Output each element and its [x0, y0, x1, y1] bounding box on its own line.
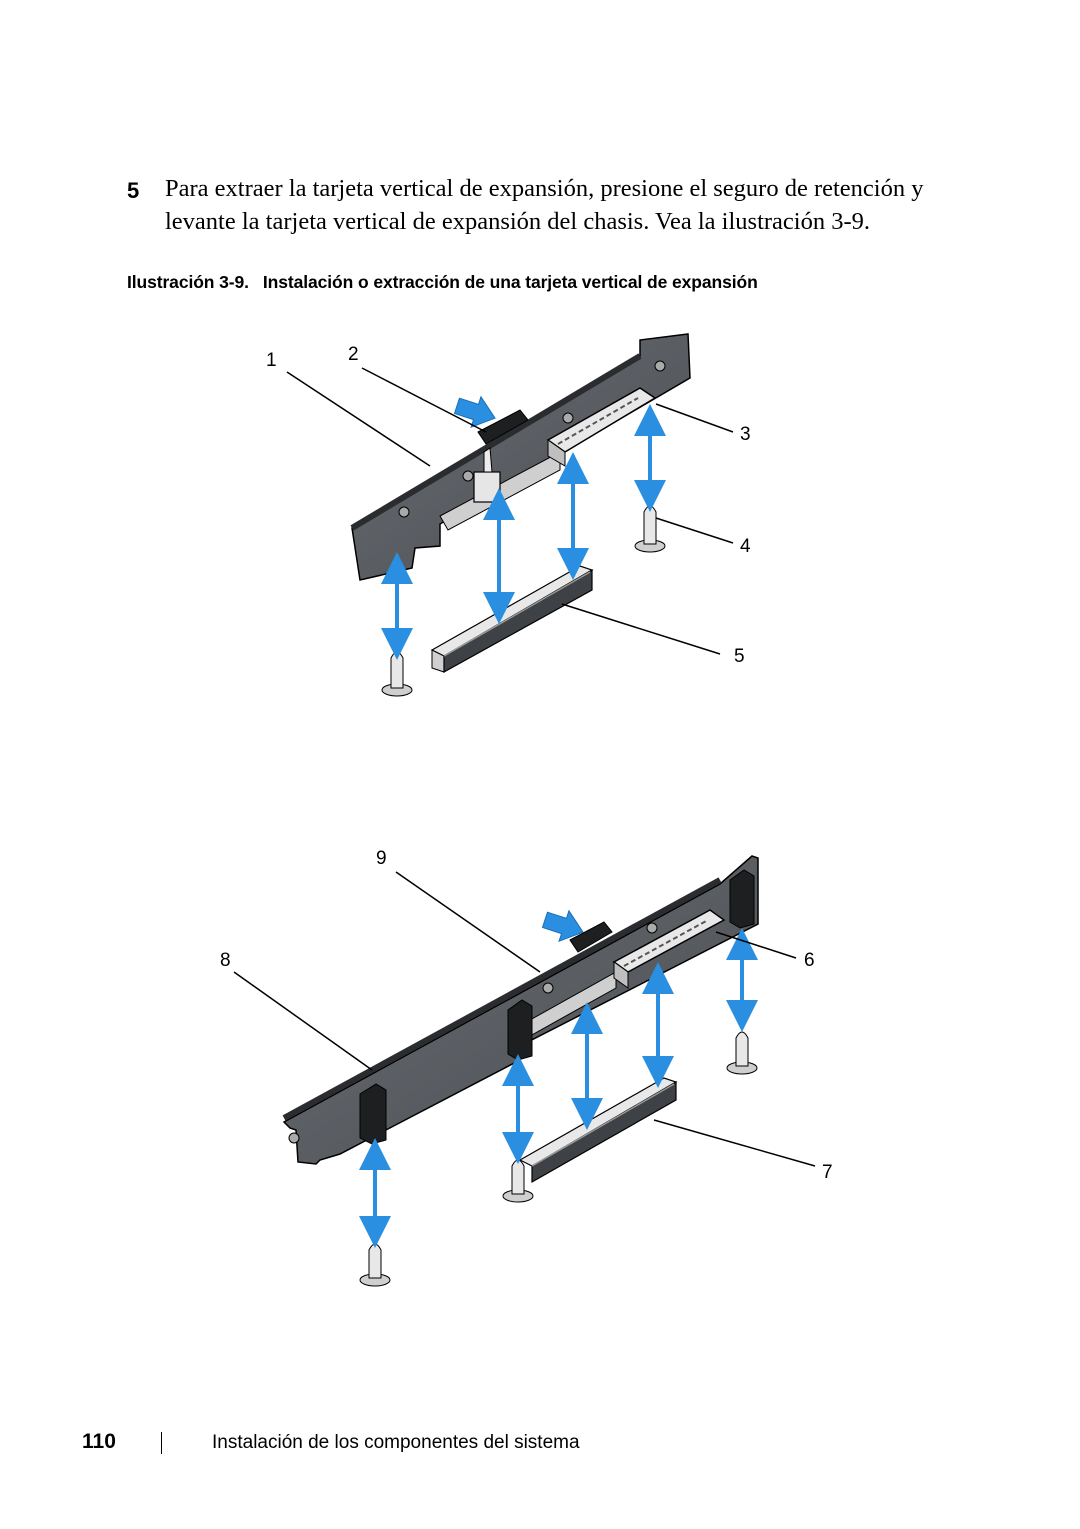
- system-board-connector-bottom: [518, 1077, 678, 1184]
- guide-pin-left: [381, 651, 413, 697]
- install-arrows-bottom: [359, 928, 758, 1248]
- top-riser-assembly: 1 2 3 4 5: [266, 333, 751, 697]
- callout-5: 5: [734, 646, 745, 667]
- callout-8: 8: [220, 950, 231, 971]
- callout-4: 4: [740, 536, 751, 557]
- callout-7: 7: [822, 1162, 833, 1183]
- riser-slot-connector-bottom: [612, 909, 726, 989]
- callout-2: 2: [348, 344, 359, 365]
- guide-pin-right: [634, 505, 666, 553]
- press-arrow-bottom: [541, 909, 584, 943]
- section-title: Instalación de los componentes del siste…: [212, 1432, 580, 1453]
- guide-pin-bottom-left: [359, 1243, 391, 1287]
- callout-1: 1: [266, 350, 277, 371]
- callout-9: 9: [376, 848, 387, 869]
- figure-label: Ilustración 3-9.: [127, 272, 249, 292]
- figure-title: Instalación o extracción de una tarjeta …: [262, 272, 758, 292]
- guide-pin-bottom-mid: [502, 1159, 534, 1203]
- press-arrow-top: [453, 395, 496, 429]
- guide-pin-bottom-right: [726, 1031, 758, 1075]
- system-board-connector: [430, 565, 594, 674]
- bottom-riser-assembly: 9 8 6 7: [220, 848, 833, 1287]
- install-arrows-top: [381, 404, 666, 660]
- retention-latch-bottom: [569, 921, 613, 953]
- step-text: Para extraer la tarjeta vertical de expa…: [165, 175, 924, 235]
- callout-6: 6: [804, 950, 815, 971]
- step-number: 5: [127, 178, 140, 203]
- footer-divider: [161, 1432, 162, 1454]
- callout-3: 3: [740, 424, 751, 445]
- page-number: 110: [82, 1430, 116, 1453]
- figure-caption: Ilustración 3-9. Instalación o extracción…: [127, 272, 758, 293]
